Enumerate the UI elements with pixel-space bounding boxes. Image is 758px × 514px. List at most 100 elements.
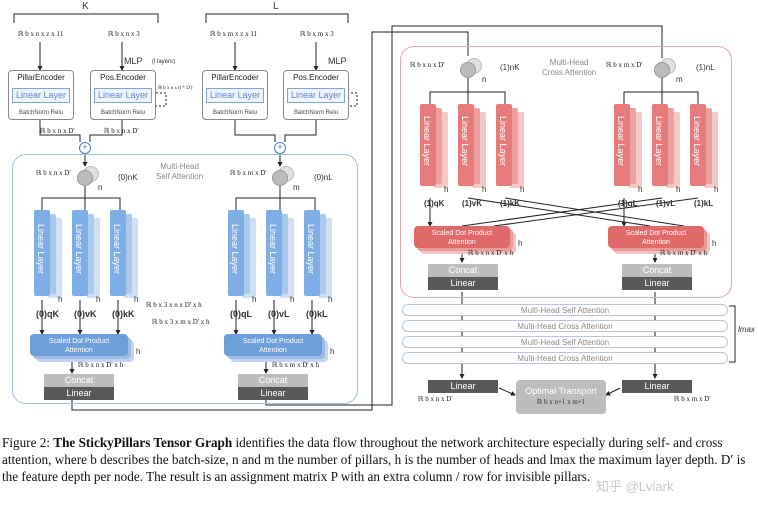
ca-l-q-layer-label: Linear Layer: [616, 116, 626, 167]
pillar-encoder-k: PillarEncoder Linear Layer BatchNorm Rel…: [8, 70, 74, 120]
pos-encoder-l: Pos.Encoder Linear Layer BatchNorm Relu: [283, 70, 349, 120]
ca-input-dim-k: ℝ b x n x D': [410, 61, 445, 69]
ca-k-h1: h: [444, 185, 449, 194]
stack-cross-attention-1: Multi-Head Cross Attention: [402, 320, 728, 332]
ca-v-l: (1)vL: [656, 199, 676, 208]
pillar-encoder-k-bn: BatchNorm Relu: [18, 110, 63, 116]
node-l-icon: [272, 170, 288, 186]
ca-sdpa-out-l: ℝ b x m x D' x h: [660, 249, 708, 257]
ca-k-v-layer-label: Linear Layer: [460, 116, 470, 167]
ca-n-label: n: [482, 75, 487, 84]
ca-linear-k: Linear: [428, 277, 498, 290]
ca-v-k: (1)vK: [462, 199, 483, 208]
sa-k-k: (0)kK: [112, 309, 135, 319]
pillar-encoder-k-title: PillarEncoder: [17, 73, 65, 82]
tensor-graph-diagram: K L ℝ b x n x z x 11 ℝ b x n x 3 ℝ b x m…: [8, 1, 755, 414]
ca-k-q-layer-label: Linear Layer: [422, 116, 432, 167]
caption-figure-number: Figure 2:: [2, 435, 50, 450]
pos-encoder-k: Pos.Encoder Linear Layer BatchNorm Relu: [90, 70, 156, 120]
ca-sdpa-l: Scaled Dot Product Attention: [608, 226, 704, 248]
final-dim-l: ℝ b x m x D': [674, 395, 711, 403]
ca-k-k: (1)kK: [500, 199, 521, 208]
pos-encoder-l-title: Pos.Encoder: [293, 73, 339, 82]
final-linear-l: Linear: [622, 380, 692, 393]
ca-l-q-layer: Linear Layer: [614, 104, 630, 186]
sa-input-dim-k: ℝ b x n x D': [36, 169, 71, 177]
sa-nk-label: (0)nK: [118, 173, 138, 182]
enc-dim-k-right: ℝ b x n x D': [104, 127, 139, 135]
sa-k-k-layer: Linear Layer: [110, 210, 126, 296]
k-label: K: [82, 1, 89, 12]
ca-l-h1: h: [638, 185, 643, 194]
sa-linear-k: Linear: [44, 387, 114, 400]
sa-l-q-layer: Linear Layer: [228, 210, 244, 296]
cross-attention-panel: [400, 46, 732, 298]
ca-k-k-layer-label: Linear Layer: [498, 116, 508, 167]
cross-attention-title: Multi-Head Cross Attention: [542, 58, 597, 77]
sa-q-l: (0)qL: [230, 309, 252, 319]
sa-k-h1: h: [58, 295, 63, 304]
lmax-label: lmax: [738, 325, 755, 334]
ca-nl-label: (1)nL: [696, 63, 715, 72]
ca-nk-label: (1)nK: [500, 63, 520, 72]
caption-title: The StickyPillars Tensor Graph: [53, 435, 233, 450]
ca-node-k-icon: [460, 62, 476, 78]
pillar-encoder-l-bn: BatchNorm Relu: [212, 110, 257, 116]
stack-self-attention-2: Multi-Head Self Attention: [402, 336, 728, 348]
sa-l-q-layer-label: Linear Layer: [230, 224, 240, 275]
final-linear-k: Linear: [428, 380, 498, 393]
input-l-positions: ℝ b x m x 3: [300, 30, 334, 38]
optimal-transport-box: Optimal Transport ℝ b x n+1 x m+1: [516, 380, 606, 414]
ca-l-v-layer-label: Linear Layer: [654, 116, 664, 167]
ca-q-k: (1)qK: [424, 199, 445, 208]
ca-concat-k: Concat: [428, 264, 498, 277]
pos-encoder-k-title: Pos.Encoder: [100, 73, 146, 82]
sa-concat-k: Concat: [44, 374, 114, 387]
sa-sdpa-l-h: h: [330, 347, 335, 356]
ca-l-k-layer-label: Linear Layer: [692, 116, 702, 167]
sa-sdpa-k: Scaled Dot Product Attention: [30, 334, 128, 356]
sa-l-v-layer: Linear Layer: [266, 210, 282, 296]
ca-sdpa-k: Scaled Dot Product Attention: [414, 226, 510, 248]
sa-l-v-layer-label: Linear Layer: [268, 224, 278, 275]
mlp-l-label: MLP: [328, 56, 347, 66]
ca-sdpa-out-k: ℝ b x n x D' x h: [468, 249, 514, 257]
figure-caption: Figure 2: The StickyPillars Tensor Graph…: [2, 434, 756, 485]
ca-node-l-icon: [654, 62, 670, 78]
sa-l-h3: h: [328, 295, 333, 304]
ca-l-k-layer: Linear Layer: [690, 104, 706, 186]
sa-dim-bx3m: ℝ b x 3 x m x D' x h: [152, 318, 210, 326]
caption-body: identifies the data flow throughout the …: [2, 435, 746, 484]
sa-k-v-layer: Linear Layer: [72, 210, 88, 296]
sa-dim-bx3n: ℝ b x 3 x n x D' x h: [146, 301, 202, 309]
sa-sdpa-out-k: ℝ b x n x D' x h: [78, 361, 124, 369]
watermark: 知乎 @Lvlark: [596, 479, 674, 494]
stack-cross-attention-2: Multi-Head Cross Attention: [402, 352, 728, 364]
pos-encoder-l-bn: BatchNorm Relu: [293, 110, 338, 116]
stack-self-attention-1: Multi-Head Self Attention: [402, 304, 728, 316]
sa-nl-label: (0)nL: [314, 173, 333, 182]
ca-k-k-layer: Linear Layer: [496, 104, 512, 186]
sa-l-k-layer: Linear Layer: [304, 210, 320, 296]
sa-k-q-layer-label: Linear Layer: [36, 224, 46, 275]
pillar-encoder-l: PillarEncoder Linear Layer BatchNorm Rel…: [202, 70, 268, 120]
input-k-features: ℝ b x n x z x 11: [18, 30, 64, 38]
ca-k-v-layer: Linear Layer: [458, 104, 474, 186]
l-label: L: [273, 1, 279, 12]
optimal-transport-dim: ℝ b x n+1 x m+1: [536, 398, 586, 406]
pos-encoder-l-linear: Linear Layer: [287, 88, 345, 103]
sa-q-k: (0)qK: [36, 309, 59, 319]
sa-k-k-layer-label: Linear Layer: [112, 224, 122, 275]
sa-k-q-layer: Linear Layer: [34, 210, 50, 296]
sa-l-h1: h: [252, 295, 257, 304]
sa-k-l: (0)kL: [306, 309, 328, 319]
sa-sdpa-l: Scaled Dot Product Attention: [224, 334, 322, 356]
ca-l-v-layer: Linear Layer: [652, 104, 668, 186]
ca-m-label: m: [676, 75, 683, 84]
ca-sdpa-k-h: h: [518, 239, 523, 248]
ca-input-dim-l: ℝ b x m x D': [606, 61, 643, 69]
pos-encoder-side-dim: ℝ b x n x (l * D'): [158, 86, 193, 91]
ca-concat-l: Concat: [622, 264, 692, 277]
pos-encoder-k-linear: Linear Layer: [94, 88, 152, 103]
connector-lines: [13, 13, 736, 411]
